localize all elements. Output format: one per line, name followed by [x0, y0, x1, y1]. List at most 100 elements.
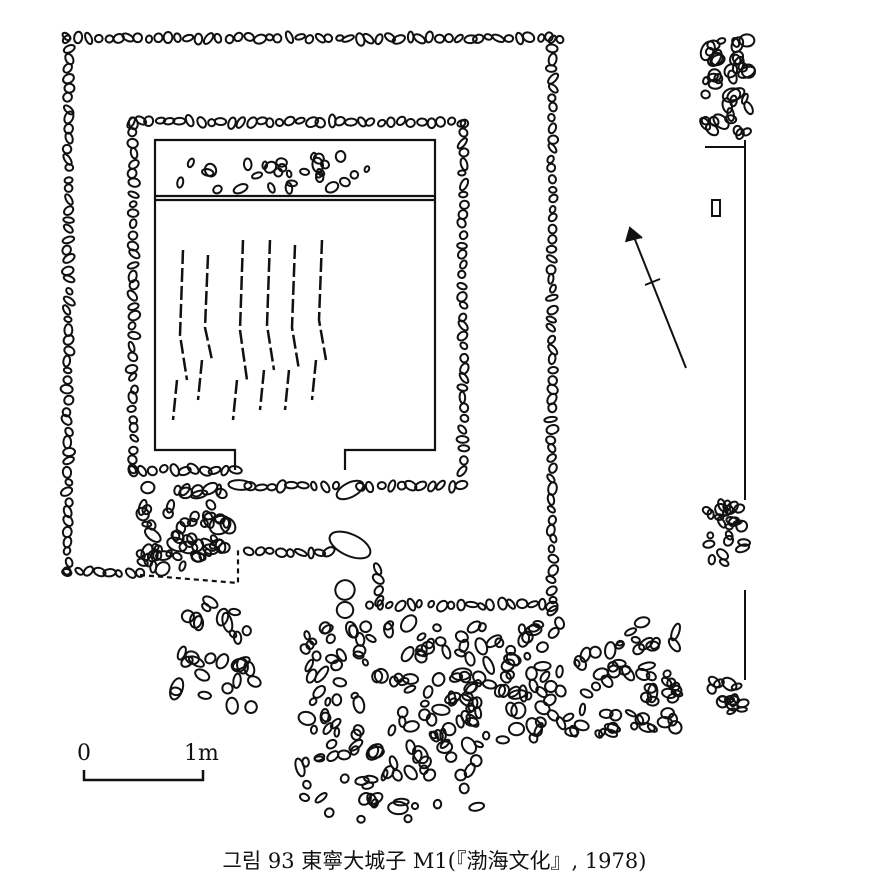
stone [371, 573, 385, 585]
stone [130, 384, 139, 395]
stone [483, 33, 494, 41]
stone [521, 630, 534, 644]
stone [158, 463, 169, 474]
stone [723, 694, 741, 706]
stone [548, 205, 557, 214]
stone [539, 670, 551, 683]
stone [544, 600, 559, 613]
stone [545, 575, 557, 585]
stone [740, 92, 749, 105]
stone [247, 675, 262, 688]
stone [547, 272, 555, 285]
stone [64, 497, 74, 508]
stone [458, 300, 469, 310]
stone [62, 253, 76, 264]
stone [458, 127, 469, 138]
stone [205, 499, 217, 511]
stone [184, 650, 200, 665]
stone [645, 671, 657, 682]
stone [141, 520, 153, 528]
stone [649, 636, 661, 650]
stone [177, 466, 192, 477]
stone [127, 127, 138, 138]
stone [459, 402, 470, 414]
stone [354, 631, 366, 647]
stone [384, 600, 394, 610]
stone [228, 465, 243, 475]
stone [456, 383, 469, 392]
stone [190, 489, 209, 500]
stone [215, 607, 230, 627]
stone [708, 115, 720, 127]
stone [457, 319, 469, 332]
stone [241, 625, 252, 637]
stone [323, 33, 334, 43]
stone [426, 117, 437, 130]
stone [415, 599, 423, 609]
stone [63, 110, 75, 125]
stone [630, 635, 641, 644]
stone [301, 756, 310, 768]
stone [73, 30, 84, 45]
stone [274, 547, 288, 558]
stone [459, 118, 470, 129]
stone [372, 562, 383, 576]
stone [464, 600, 479, 609]
stone [244, 700, 258, 715]
stone [537, 33, 546, 43]
stone [456, 465, 468, 478]
stone [93, 33, 104, 44]
stone [356, 814, 366, 824]
stone [376, 481, 387, 491]
stone [482, 730, 491, 741]
stone [546, 162, 557, 173]
stone [371, 669, 384, 684]
stone [62, 223, 74, 234]
stone [180, 655, 194, 668]
stone [395, 115, 407, 127]
stone [64, 52, 75, 66]
stone [265, 117, 275, 129]
stone [61, 143, 73, 155]
stone [733, 503, 746, 514]
stone [606, 664, 622, 679]
stone [365, 633, 377, 643]
stone [485, 598, 495, 612]
stone [548, 101, 558, 113]
stone [545, 254, 558, 264]
stone [431, 703, 451, 716]
stone [640, 691, 653, 704]
stone [362, 32, 375, 45]
stone [377, 118, 387, 128]
stone [221, 682, 234, 695]
stone [702, 76, 710, 86]
stone [314, 792, 328, 804]
stone [495, 735, 510, 745]
stone [63, 176, 74, 185]
stone [62, 73, 75, 85]
stone [707, 554, 717, 566]
stone [645, 695, 660, 707]
stone [699, 116, 712, 131]
stone [136, 557, 149, 567]
stone [126, 208, 140, 218]
stone [457, 444, 471, 453]
stone [324, 696, 332, 707]
stone [405, 117, 416, 128]
stone [419, 699, 430, 708]
stone [357, 116, 367, 128]
stone [315, 170, 323, 179]
stone [706, 683, 717, 695]
stone [127, 330, 142, 341]
stone [433, 33, 446, 44]
stone [386, 116, 396, 129]
stone [64, 193, 74, 206]
stone [364, 117, 376, 127]
stone [474, 637, 489, 656]
stone [64, 131, 74, 145]
stone [700, 115, 711, 126]
stone [507, 721, 526, 737]
stone [314, 116, 326, 129]
stone [546, 154, 555, 165]
stone [246, 116, 258, 129]
